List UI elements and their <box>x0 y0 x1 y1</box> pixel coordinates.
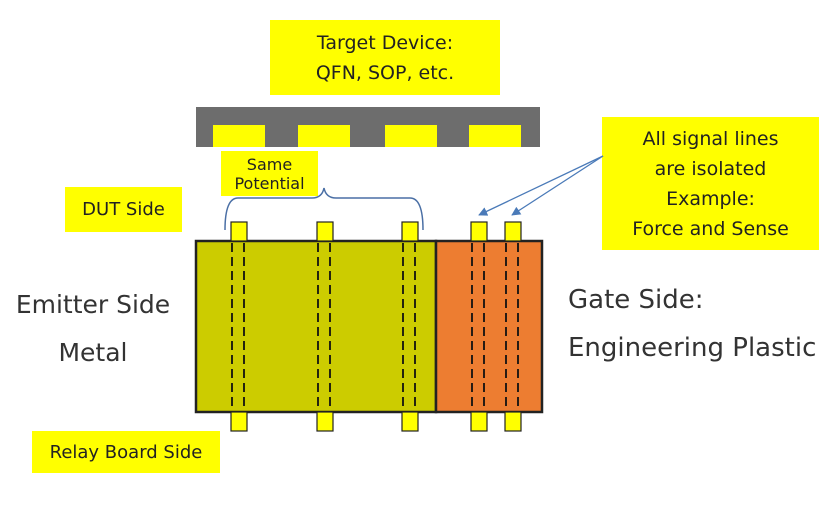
dut-side-pin <box>230 221 248 242</box>
target-package-lead <box>298 125 350 147</box>
dut-side-pin <box>504 221 522 242</box>
target-device-label: Target Device: QFN, SOP, etc. <box>270 20 500 95</box>
emitter-side-material: Metal <box>58 338 128 367</box>
signal-lines-note: All signal lines are isolated Example: F… <box>602 117 819 250</box>
signal-note-line1: All signal lines <box>642 127 779 150</box>
emitter-side-title: Emitter Side <box>15 290 171 319</box>
same-potential-brace <box>224 187 424 231</box>
dut-side-text: DUT Side <box>82 199 165 220</box>
gate-side-label: Gate Side: Engineering Plastic <box>568 276 830 372</box>
gate-side-title: Gate Side: <box>568 285 704 315</box>
same-potential-line2: Potential <box>234 173 305 193</box>
same-potential-line1: Same <box>246 154 293 174</box>
relay-board-side-text: Relay Board Side <box>49 441 203 463</box>
emitter-metal-block <box>194 239 438 414</box>
relay-board-side-label: Relay Board Side <box>32 431 220 473</box>
target-package-lead <box>469 125 521 147</box>
dut-side-label: DUT Side <box>65 187 182 232</box>
emitter-side-label: Emitter Side Metal <box>8 281 178 377</box>
relay-side-pin <box>470 411 488 432</box>
dut-side-pin <box>401 221 419 242</box>
signal-arrow <box>478 155 604 216</box>
gate-plastic-block <box>434 239 544 414</box>
gate-side-material: Engineering Plastic <box>568 333 817 363</box>
relay-side-pin <box>401 411 419 432</box>
dut-side-pin <box>470 221 488 242</box>
relay-side-pin <box>316 411 334 432</box>
signal-note-line2: are isolated <box>654 157 767 180</box>
relay-side-pin <box>504 411 522 432</box>
same-potential-label: Same Potential <box>221 151 318 196</box>
dut-side-pin <box>316 221 334 242</box>
target-device-examples: QFN, SOP, etc. <box>315 61 455 84</box>
signal-note-line3: Example: <box>666 187 755 210</box>
signal-note-line4: Force and Sense <box>632 217 789 240</box>
target-package-lead <box>213 125 265 147</box>
relay-side-pin <box>230 411 248 432</box>
target-device-title: Target Device: <box>316 31 454 54</box>
signal-arrow <box>511 155 604 216</box>
target-package-lead <box>385 125 437 147</box>
